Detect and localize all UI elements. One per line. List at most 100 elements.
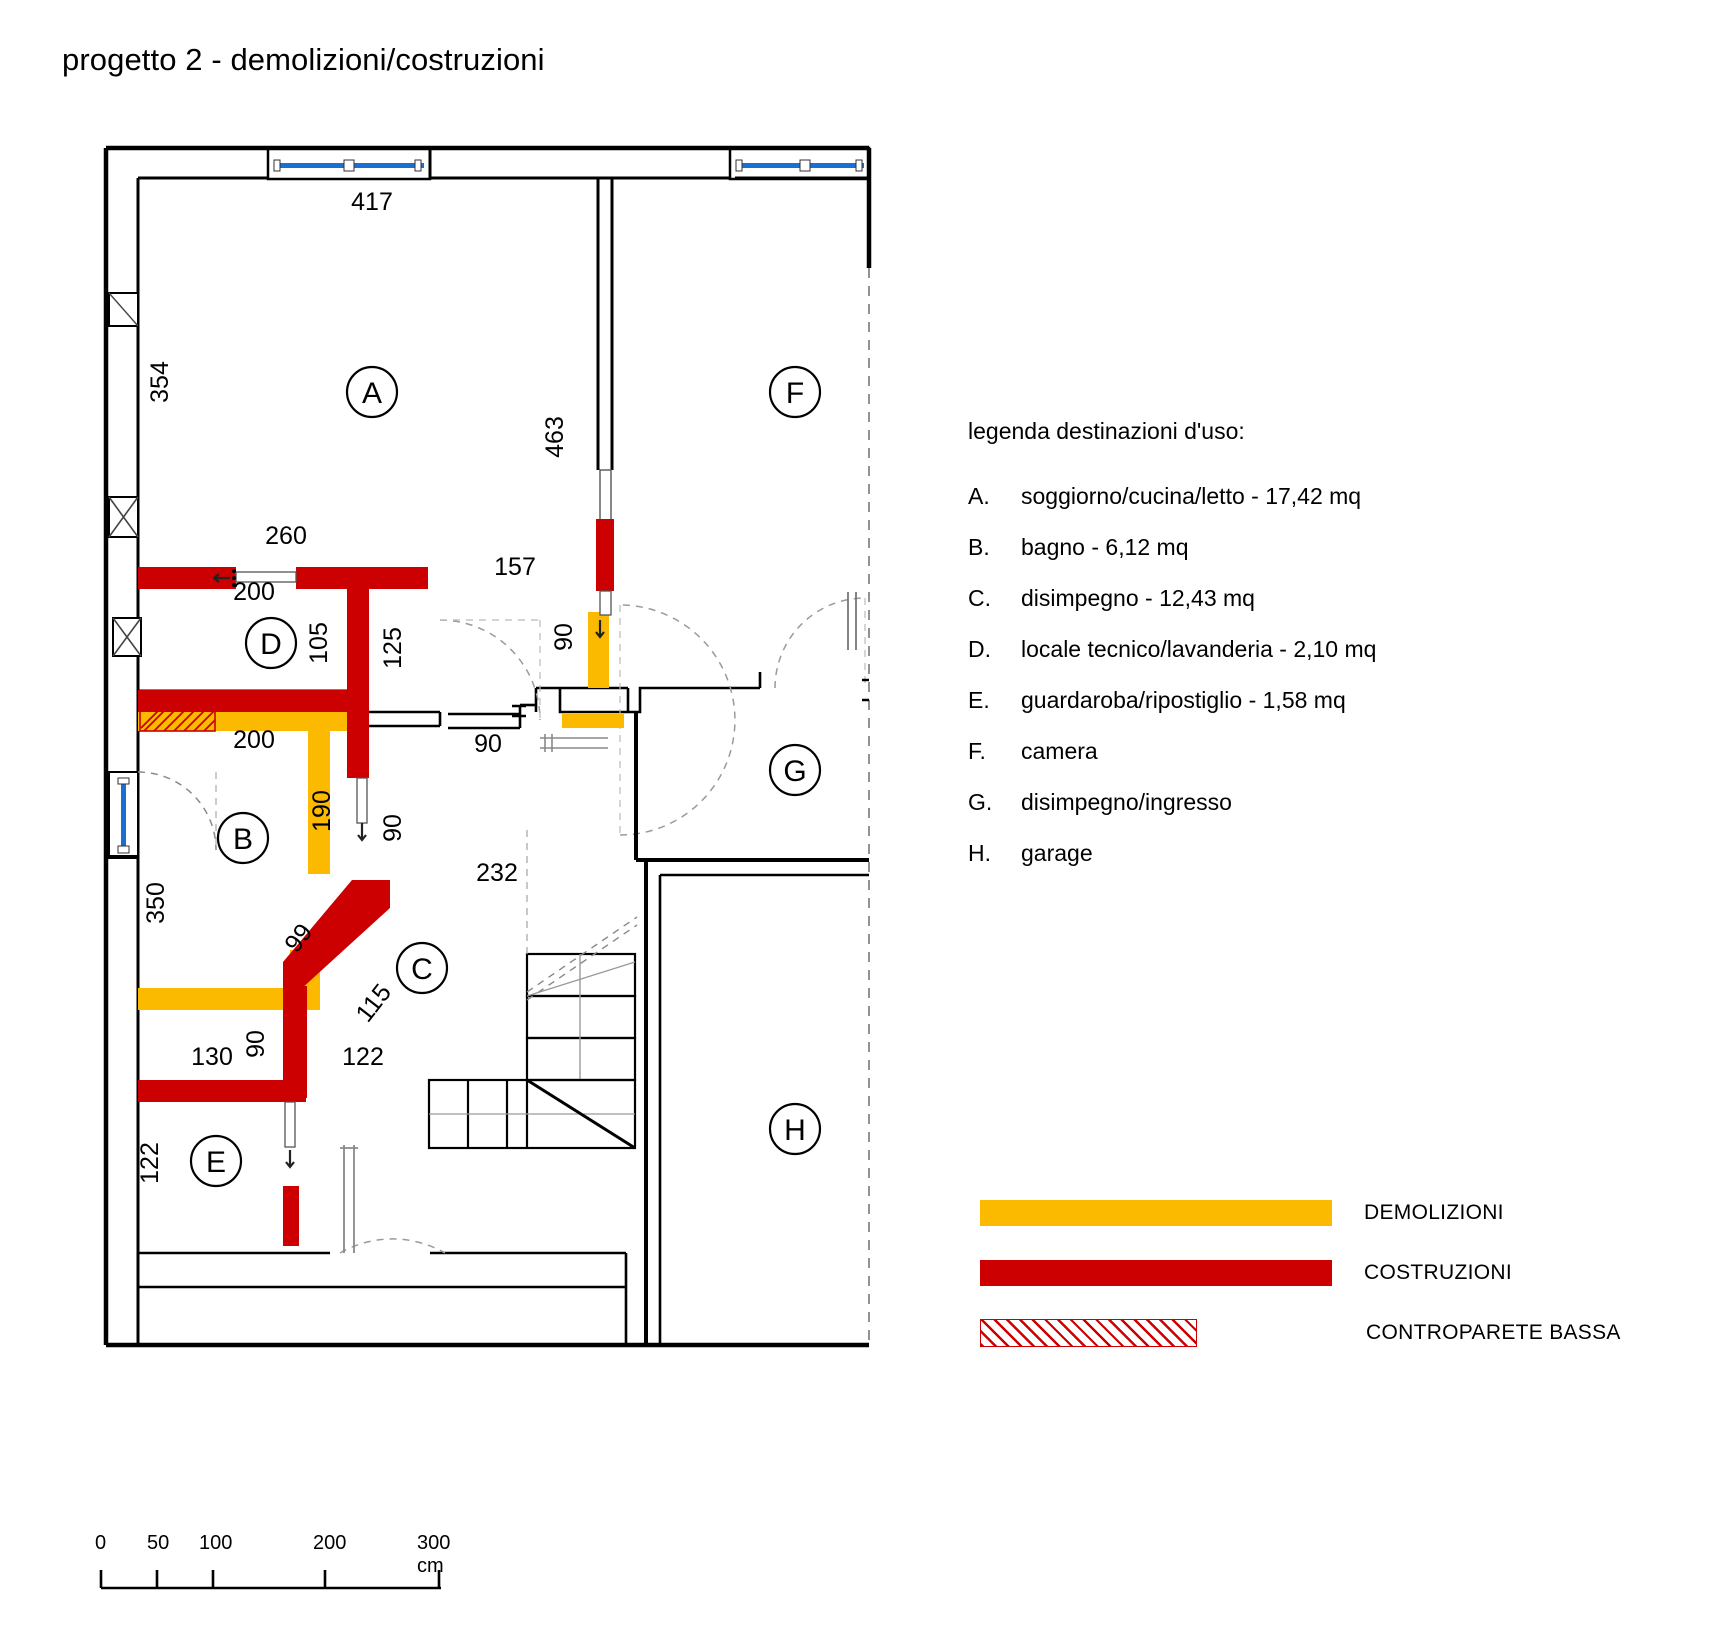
usage-legend-rows: A. soggiorno/cucina/letto - 17,42 mq B. bag…	[968, 485, 1608, 865]
scale-bar-graphic	[99, 1570, 441, 1590]
window-glazing-top-right	[735, 159, 864, 172]
plan-structure	[103, 145, 872, 1348]
room-marker-circle	[216, 811, 270, 865]
usage-legend-item-a: A. soggiorno/cucina/letto - 17,42 mq	[968, 485, 1608, 508]
usage-legend-text: soggiorno/cucina/letto - 17,42 mq	[1021, 483, 1362, 509]
room-marker-circle	[345, 365, 399, 419]
dimension-label-group: 417 354 260 200 105 125 157 463 90 200 90 190 90 350 2…	[136, 188, 578, 1184]
usage-legend-key: D.	[968, 636, 991, 662]
room-marker-label-F: F	[786, 377, 804, 410]
swatch-label: CONTROPARETE BASSA	[1366, 1321, 1621, 1344]
wall-niche-group	[108, 292, 142, 657]
direction-arrows	[212, 573, 605, 1169]
window-left-b	[108, 771, 139, 858]
room-marker-label-E: E	[206, 1146, 226, 1179]
wall-end-markers	[232, 569, 236, 587]
dimension-label: 260	[265, 522, 307, 550]
usage-legend-heading: legenda destinazioni d'uso:	[968, 418, 1245, 444]
swatch-legend: DEMOLIZIONI COSTRUZIONI CONTROPARETE BASSA	[980, 1183, 1640, 1363]
dimension-label: 130	[191, 1043, 233, 1071]
door-leaf-central	[599, 469, 612, 526]
usage-legend: legenda destinazioni d'uso: A. soggiorno/…	[968, 418, 1608, 893]
usage-legend-text: garage	[1021, 840, 1093, 866]
swatch-costruzioni	[980, 1260, 1332, 1286]
page-title: progetto 2 - demolizioni/costruzioni	[62, 42, 545, 77]
swatch-legend-row-controparete: CONTROPARETE BASSA	[980, 1303, 1640, 1363]
usage-legend-key: A.	[968, 483, 990, 509]
room-marker-label-C: C	[411, 953, 433, 986]
dimension-label: 105	[305, 622, 333, 664]
dimension-label: 157	[494, 553, 536, 581]
dimension-label: 200	[233, 726, 275, 754]
usage-legend-item-g: G. disimpegno/ingresso	[968, 791, 1608, 814]
swatch-label: DEMOLIZIONI	[1364, 1201, 1504, 1224]
dimension-label: 125	[379, 627, 407, 669]
usage-legend-item-e: E.guardaroba/ripostiglio - 1,58 mq	[968, 689, 1608, 712]
demolition-walls	[138, 612, 624, 1010]
swatch-label: COSTRUZIONI	[1364, 1261, 1512, 1284]
room-marker-circle	[768, 1102, 822, 1156]
dimension-label: 200	[233, 578, 275, 606]
swatch-legend-row-costruzioni: COSTRUZIONI	[980, 1243, 1640, 1303]
dimension-label: 115	[350, 979, 397, 1028]
swatch-controparete	[980, 1319, 1197, 1347]
controparete-bassa	[139, 708, 216, 732]
dimension-label: 463	[541, 416, 569, 458]
door-swing-corridor-2	[619, 604, 736, 836]
room-marker-label-B: B	[233, 823, 253, 856]
scale-bar-tick-label: 300 cm	[417, 1532, 451, 1577]
usage-legend-text: disimpegno - 12,43 mq	[1021, 585, 1255, 611]
dimension-label: 90	[242, 1030, 270, 1058]
usage-legend-key: H.	[968, 840, 991, 866]
door-swing-e	[339, 1238, 446, 1254]
usage-legend-key: B.	[968, 534, 990, 560]
construction-walls	[138, 519, 614, 1246]
staircase	[427, 916, 638, 1150]
swatch-legend-row-demolizioni: DEMOLIZIONI	[980, 1183, 1640, 1243]
door-swing-b	[137, 771, 217, 851]
door-swing-g	[774, 597, 866, 689]
usage-legend-item-d: D.locale tecnico/lavanderia - 2,10 mq	[968, 638, 1608, 661]
usage-legend-key: F.	[968, 738, 986, 764]
dimension-label: 90	[379, 814, 407, 842]
swatch-demolizioni	[980, 1200, 1332, 1226]
dimension-label: 90	[550, 623, 578, 651]
room-marker-label-A: A	[362, 377, 382, 410]
room-marker-circle	[244, 616, 298, 670]
dimension-label: 90	[474, 730, 502, 758]
dimension-label: 122	[136, 1142, 164, 1184]
room-marker-circle	[395, 941, 449, 995]
dimension-label: 122	[342, 1043, 384, 1071]
room-marker-circle	[768, 365, 822, 419]
door-swing-corridor-1	[439, 619, 541, 721]
usage-legend-text: bagno - 6,12 mq	[1021, 534, 1189, 560]
dimension-label: 350	[142, 882, 170, 924]
room-marker-circle	[768, 743, 822, 797]
dimension-label: 417	[351, 188, 393, 216]
scale-bar-tick-label: 50	[147, 1532, 170, 1554]
scale-bar-tick-label: 0	[95, 1532, 107, 1554]
usage-legend-item-f: F. camera	[968, 740, 1608, 763]
usage-legend-item-h: H. garage	[968, 842, 1608, 865]
scale-bar-tick-label: 200	[313, 1532, 347, 1554]
usage-legend-text: disimpegno/ingresso	[1021, 789, 1232, 815]
dimension-label: 354	[146, 361, 174, 403]
usage-legend-text: guardaroba/ripostiglio - 1,58 mq	[1021, 687, 1346, 713]
door-leaf-e	[340, 1145, 358, 1253]
window-glazing-top-left	[273, 159, 424, 172]
usage-legend-key: C.	[968, 585, 991, 611]
usage-legend-item-c: C. disimpegno - 12,43 mq	[968, 587, 1608, 610]
usage-legend-key: G.	[968, 789, 993, 815]
room-marker-label-H: H	[784, 1114, 806, 1147]
dimension-label: 190	[308, 790, 336, 832]
room-marker-label-D: D	[260, 628, 282, 661]
usage-legend-text: camera	[1021, 738, 1098, 764]
room-marker-circle	[189, 1134, 243, 1188]
usage-legend-item-b: B. bagno - 6,12 mq	[968, 536, 1608, 559]
dimension-label: 232	[476, 859, 518, 887]
